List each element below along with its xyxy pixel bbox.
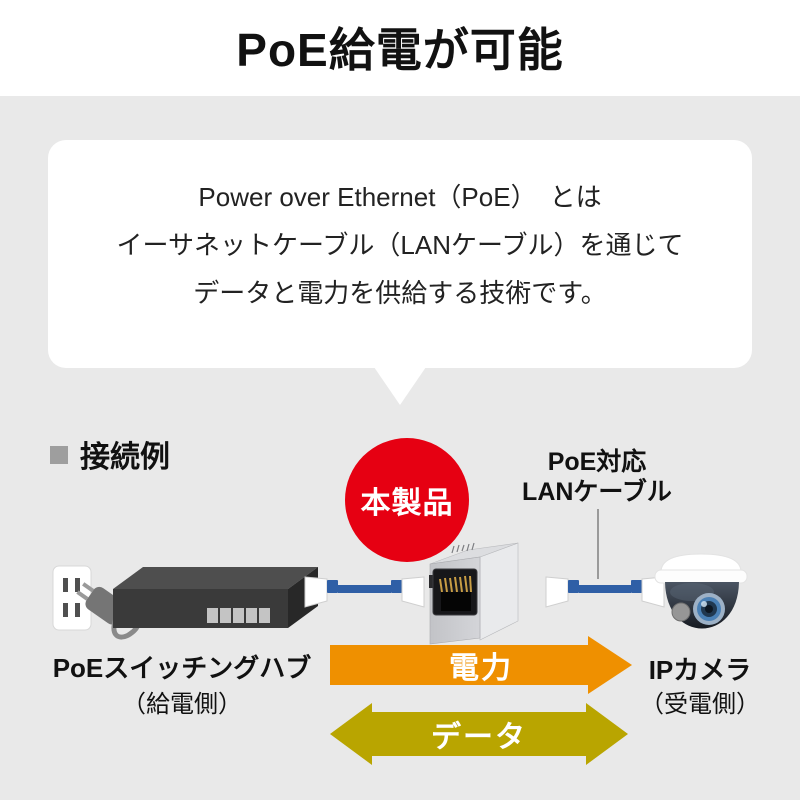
data-arrow: データ bbox=[330, 703, 628, 765]
product-badge-label: 本製品 bbox=[360, 487, 454, 520]
data-arrow-body bbox=[372, 712, 586, 756]
power-arrow-label: 電力 bbox=[449, 652, 513, 685]
power-arrow: 電力 bbox=[330, 636, 632, 694]
camera-sublabel: （受電側） bbox=[640, 691, 760, 718]
cable-note-pointer-line bbox=[597, 509, 599, 579]
speech-bubble-tail bbox=[374, 367, 426, 405]
hub-label: PoEスイッチングハブ bbox=[52, 653, 312, 683]
data-arrow-left-head-icon bbox=[330, 703, 372, 765]
camera-label: IPカメラ bbox=[648, 655, 752, 685]
data-arrow-label: データ bbox=[431, 721, 527, 754]
bubble-line-1: Power over Ethernet（PoE） とは bbox=[198, 182, 602, 212]
power-arrow-head-icon bbox=[588, 636, 632, 694]
square-bullet-icon bbox=[50, 446, 68, 464]
cable-note-line-2: LANケーブル bbox=[522, 478, 672, 506]
speech-bubble: Power over Ethernet（PoE） とは イーサネットケーブル（L… bbox=[48, 140, 752, 368]
page-title: PoE給電が可能 bbox=[236, 24, 564, 76]
cable-note: PoE対応 LANケーブル bbox=[497, 447, 697, 507]
cable-note-line-1: PoE対応 bbox=[547, 448, 647, 476]
section-heading-label: 接続例 bbox=[80, 441, 170, 474]
bubble-line-3: データと電力を供給する技術です。 bbox=[193, 278, 607, 308]
power-arrow-body bbox=[330, 645, 588, 685]
data-arrow-right-head-icon bbox=[586, 703, 628, 765]
section-heading: 接続例 bbox=[50, 432, 170, 476]
hub-sublabel: （給電側） bbox=[122, 691, 242, 718]
product-badge: 本製品 bbox=[345, 438, 469, 562]
bubble-line-2: イーサネットケーブル（LANケーブル）を通じて bbox=[116, 230, 684, 260]
